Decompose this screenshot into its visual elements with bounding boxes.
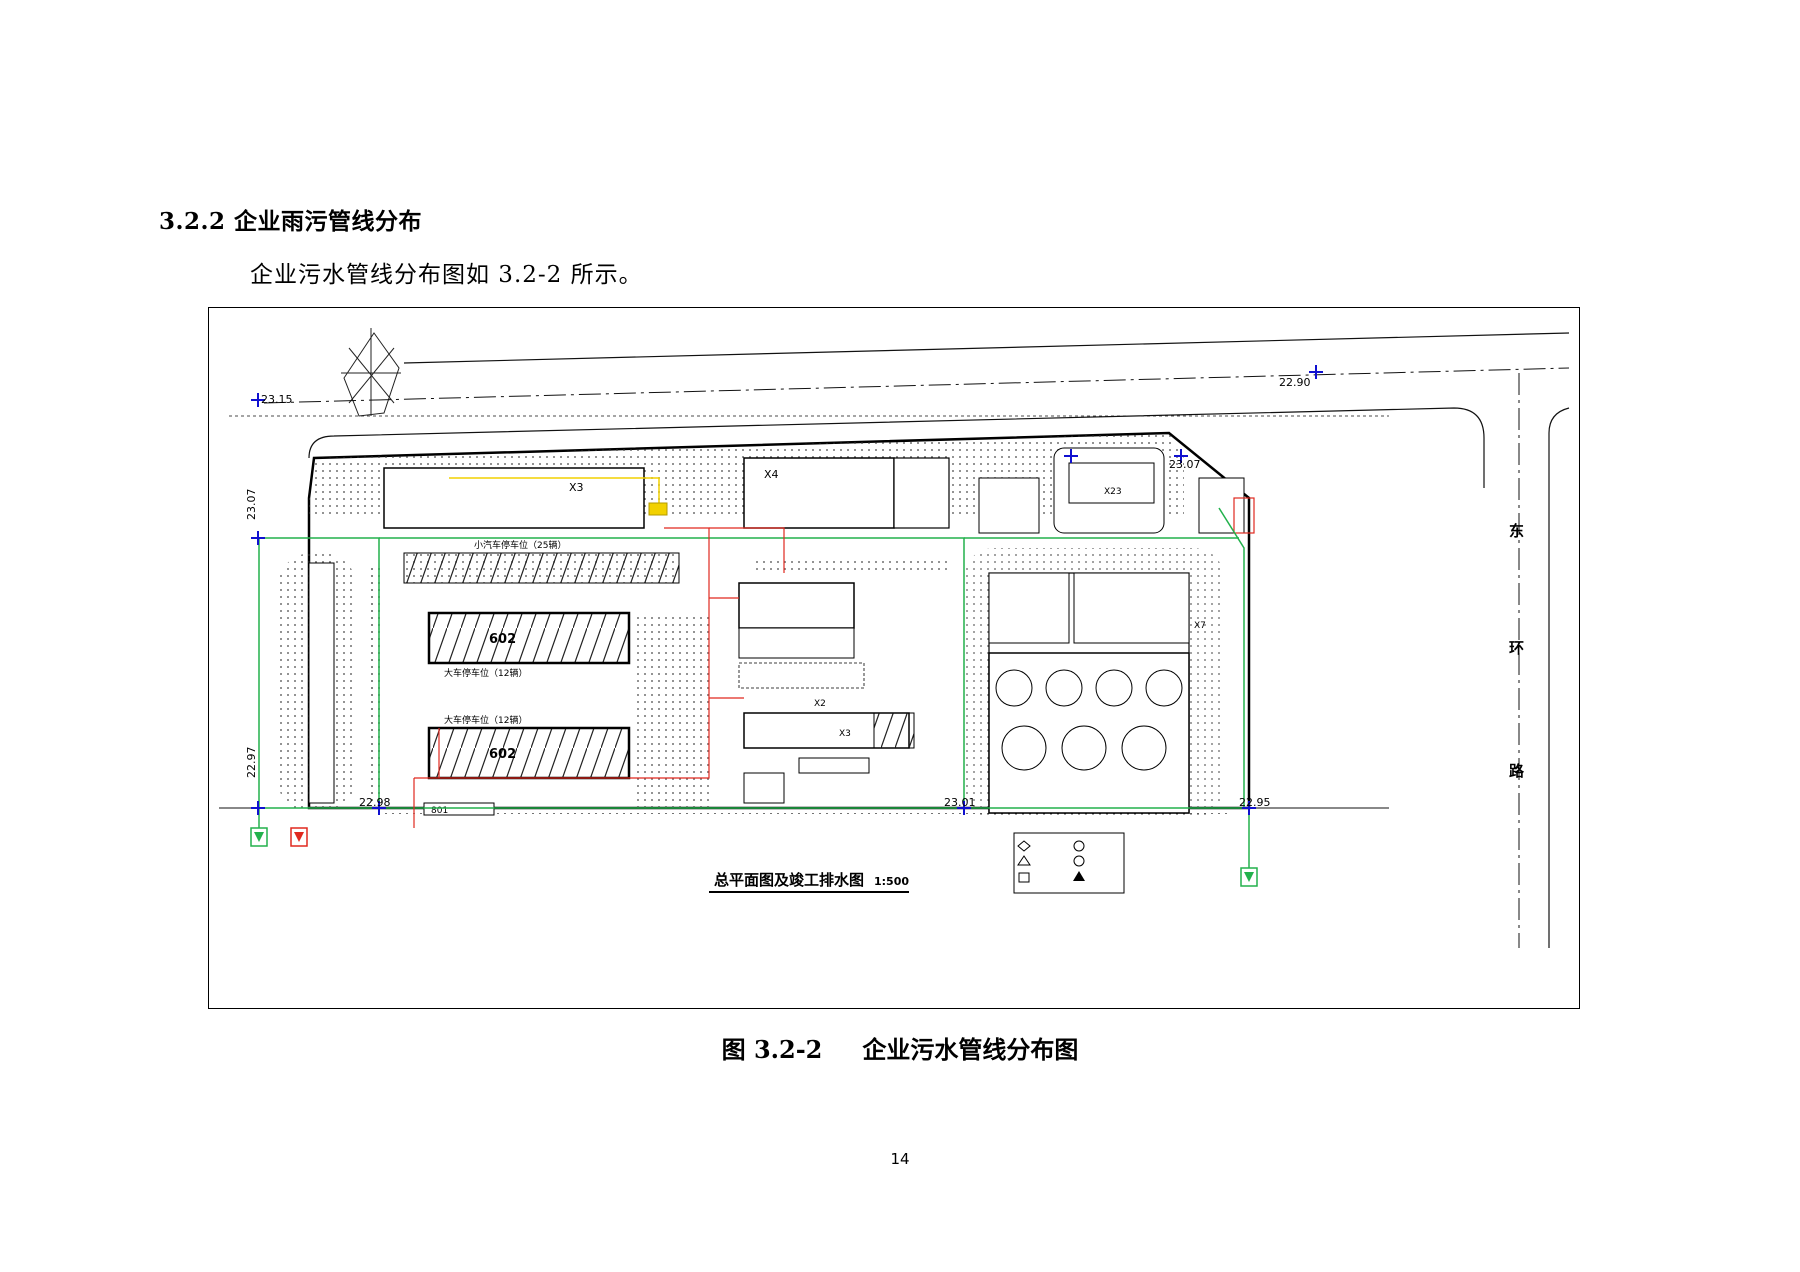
road-label-2: 环: [1509, 639, 1524, 657]
yellow-pipe: [449, 477, 660, 503]
parking-a-label: 大车停车位（12辆）: [444, 667, 527, 679]
parking-areas: 小汽车停车位（25辆） 602 大车停车位（12辆） 602 大车停车位（12辆…: [308, 539, 680, 816]
section-paragraph: 企业污水管线分布图如 3.2-2 所示。: [250, 262, 643, 288]
drawing-legend: [1013, 832, 1125, 894]
road-label-1: 东: [1509, 522, 1524, 540]
elevation-tank: 23.07: [1169, 458, 1201, 471]
parking-b-label: 大车停车位（12辆）: [444, 714, 527, 726]
building-x3-mid-label: X3: [839, 729, 851, 739]
elevation-labels: 22.90 23.15 23.07 23.07 22.97 22.98 23.0…: [245, 376, 1311, 809]
survey-points: [251, 365, 1323, 815]
parking-a-number: 602: [489, 632, 516, 647]
central-buildings: X2 X3: [738, 582, 915, 804]
parking-top-label: 小汽车停车位（25辆）: [474, 539, 566, 551]
elevation-s2: 23.01: [944, 796, 976, 809]
yellow-pipe-box: [648, 502, 668, 516]
elevation-sw: 22.97: [245, 747, 258, 779]
outfall-sewage-icon: [290, 827, 308, 847]
elevation-s1: 22.98: [359, 796, 391, 809]
road-label-3: 路: [1509, 762, 1525, 780]
tank-yard: X7: [988, 572, 1206, 814]
section-heading: 3.2.2 企业雨污管线分布: [159, 208, 423, 235]
drawing-title: 总平面图及竣工排水图: [714, 871, 864, 889]
bottom-block-label: 801: [431, 806, 448, 816]
sewage-pipes: [413, 527, 785, 828]
building-x2-mid-label: X2: [814, 699, 826, 709]
figure-caption-number: 图 3.2-2: [721, 1035, 823, 1064]
elevation-ne: 22.90: [1279, 376, 1311, 389]
figure-caption-text: 企业污水管线分布图: [862, 1035, 1079, 1064]
east-road: 东 环 路: [1509, 373, 1570, 948]
building-x23-label: X23: [1104, 487, 1122, 497]
north-compass-icon: [341, 328, 401, 417]
elevation-w: 23.07: [245, 489, 258, 521]
building-x3-label: X3: [569, 481, 584, 494]
building-x4-label: X4: [764, 468, 779, 481]
outfall-rain-west-icon: [250, 827, 268, 847]
site-plan-figure: 东 环 路 X3 X4 X2: [208, 307, 1580, 1009]
elevation-se: 22.95: [1239, 796, 1271, 809]
elevation-nw: 23.15: [261, 393, 293, 406]
drawing-scale: 1:500: [874, 875, 909, 888]
page-number: 14: [890, 1150, 910, 1168]
outfall-rain-east-icon: [1240, 867, 1258, 887]
figure-caption: 图 3.2-2 企业污水管线分布图: [0, 1030, 1800, 1065]
drawing-title-block: 总平面图及竣工排水图 1:500: [709, 871, 909, 893]
parking-b-number: 602: [489, 747, 516, 762]
site-plan-drawing: 东 环 路 X3 X4 X2: [219, 328, 1570, 948]
north-road: [263, 332, 1570, 488]
building-x7-label: X7: [1194, 621, 1206, 631]
